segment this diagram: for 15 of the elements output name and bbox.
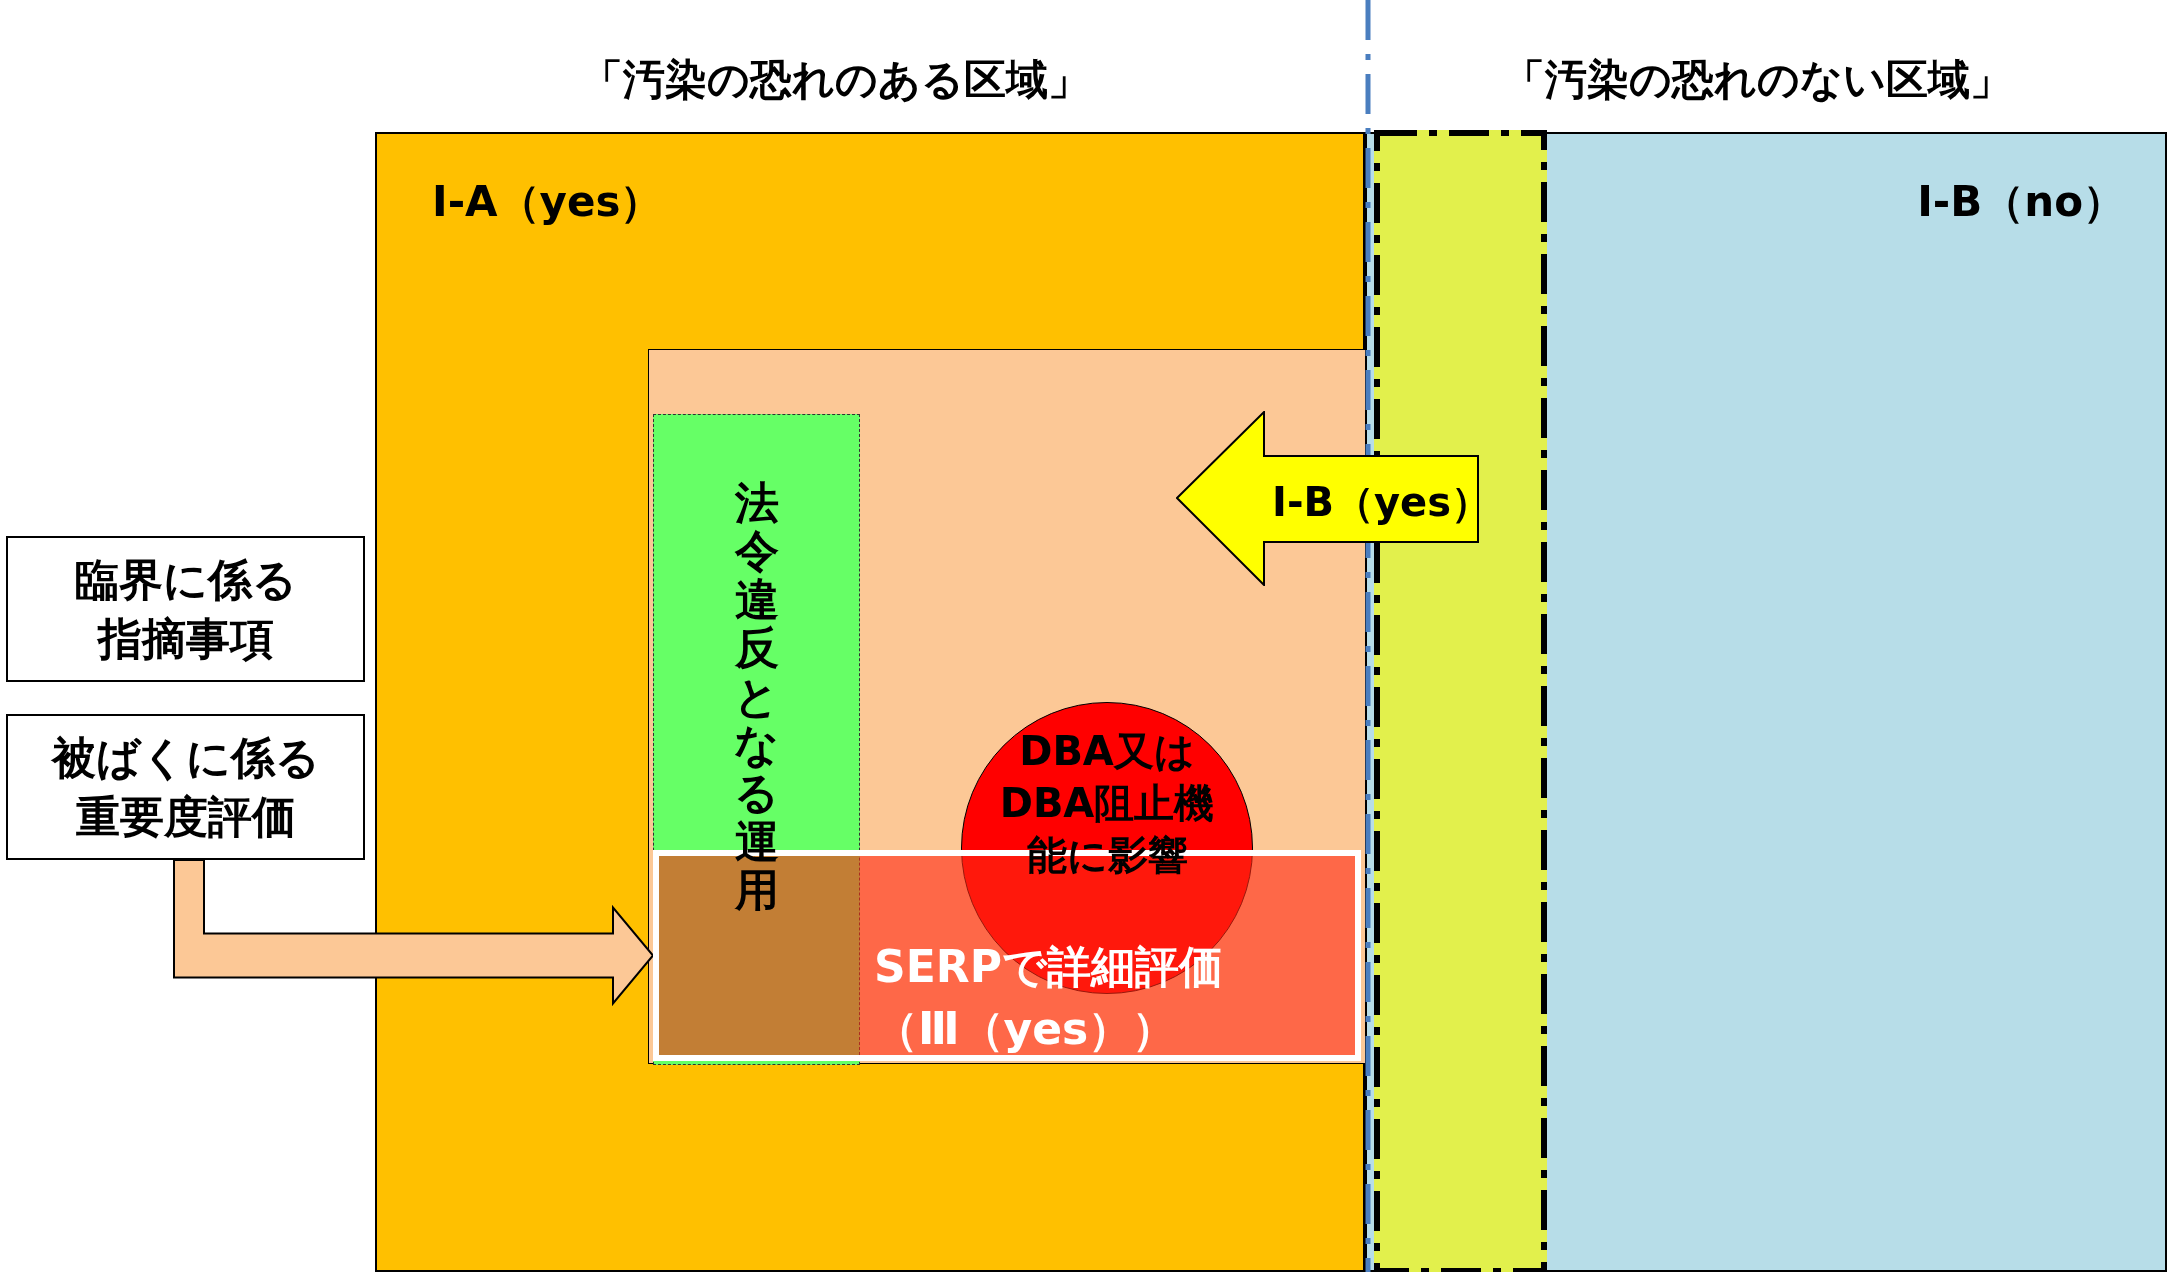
finding-box [6,714,365,860]
block-arrow-connector [173,859,655,1007]
violation-box [653,414,860,1065]
boundary-band [1374,130,1547,1272]
zone-label: Ⅰ-A（yes） [432,176,663,228]
finding-box [6,536,365,682]
box-text: 被ばくに係る重要度評価 [50,730,321,844]
zone-heading: 「汚染の恐れのない区域」 [1502,54,2012,106]
box-text: 臨界に係る指摘事項 [73,552,298,666]
evaluation-text: SERPで詳細評価（Ⅲ（yes）） [874,940,1224,1056]
block-arrow [1176,411,1479,586]
zone-heading: 「汚染の恐れのある区域」 [580,54,1090,106]
arrow-label: Ⅰ-B（yes） [1272,478,1491,527]
zone-label: Ⅰ-B（no） [1917,176,2125,228]
evaluation-area [648,349,1367,1064]
